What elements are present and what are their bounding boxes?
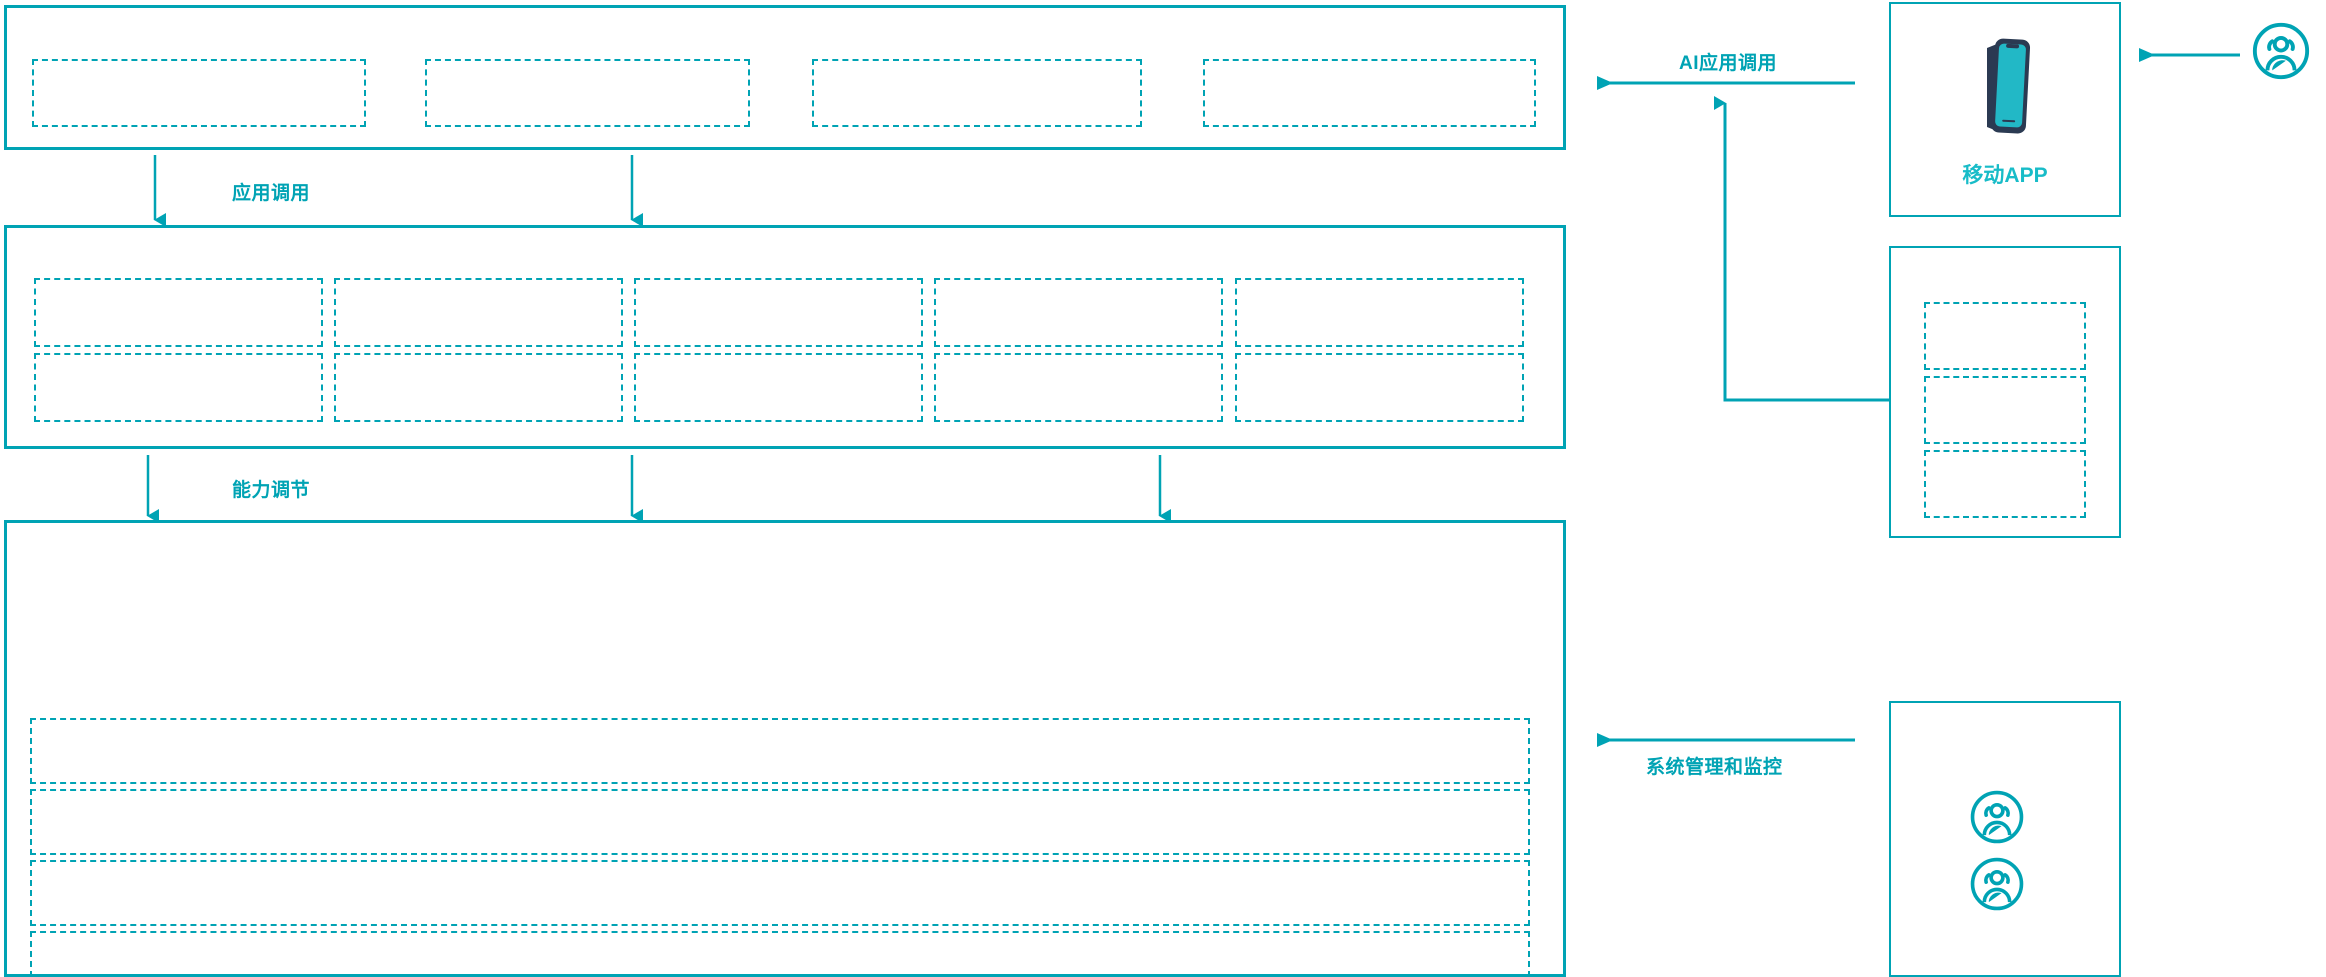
mobile-app-card[interactable]: 移动APP (1889, 2, 2121, 217)
mobile-app-caption: 移动APP (1962, 164, 2048, 187)
capability-box-r2c2[interactable] (334, 353, 623, 422)
channel-box-3[interactable] (1924, 450, 2086, 518)
capability-box-r2c3[interactable] (634, 353, 923, 422)
capability-box-r2c5[interactable] (1235, 353, 1524, 422)
capability-box-r1c2[interactable] (334, 278, 623, 347)
capability-box-r1c5[interactable] (1235, 278, 1524, 347)
connector-label-system-management: 系统管理和监控 (1646, 757, 1783, 778)
application-box-2[interactable] (425, 59, 750, 127)
end-user-actor-icon[interactable] (2250, 20, 2312, 82)
platform-row-3[interactable] (30, 860, 1530, 926)
operations-card[interactable] (1889, 701, 2121, 977)
arrow-channel-to-ai-call (1714, 96, 1855, 402)
platform-row-4[interactable] (30, 931, 1530, 977)
capability-box-r1c4[interactable] (934, 278, 1223, 347)
capability-layer-panel (4, 225, 1566, 449)
connector-label-ai-app-call: AI应用调用 (1679, 53, 1778, 74)
channel-box-2[interactable] (1924, 376, 2086, 444)
platform-row-1[interactable] (30, 718, 1530, 784)
smartphone-icon (1967, 34, 2047, 139)
channel-box-1[interactable] (1924, 302, 2086, 370)
operations-user-icon-2 (1968, 855, 2026, 913)
application-box-4[interactable] (1203, 59, 1536, 127)
connector-label-capability-adjust: 能力调节 (232, 480, 311, 501)
platform-row-2[interactable] (30, 789, 1530, 855)
connector-label-app-call: 应用调用 (232, 183, 311, 204)
application-layer-panel (4, 5, 1566, 150)
capability-box-r1c3[interactable] (634, 278, 923, 347)
capability-box-r1c1[interactable] (34, 278, 323, 347)
application-box-3[interactable] (812, 59, 1142, 127)
application-box-1[interactable] (32, 59, 366, 127)
capability-box-r2c4[interactable] (934, 353, 1223, 422)
capability-box-r2c1[interactable] (34, 353, 323, 422)
platform-layer-panel (4, 520, 1566, 977)
channel-card[interactable] (1889, 246, 2121, 538)
operations-user-icon-1 (1968, 788, 2026, 846)
